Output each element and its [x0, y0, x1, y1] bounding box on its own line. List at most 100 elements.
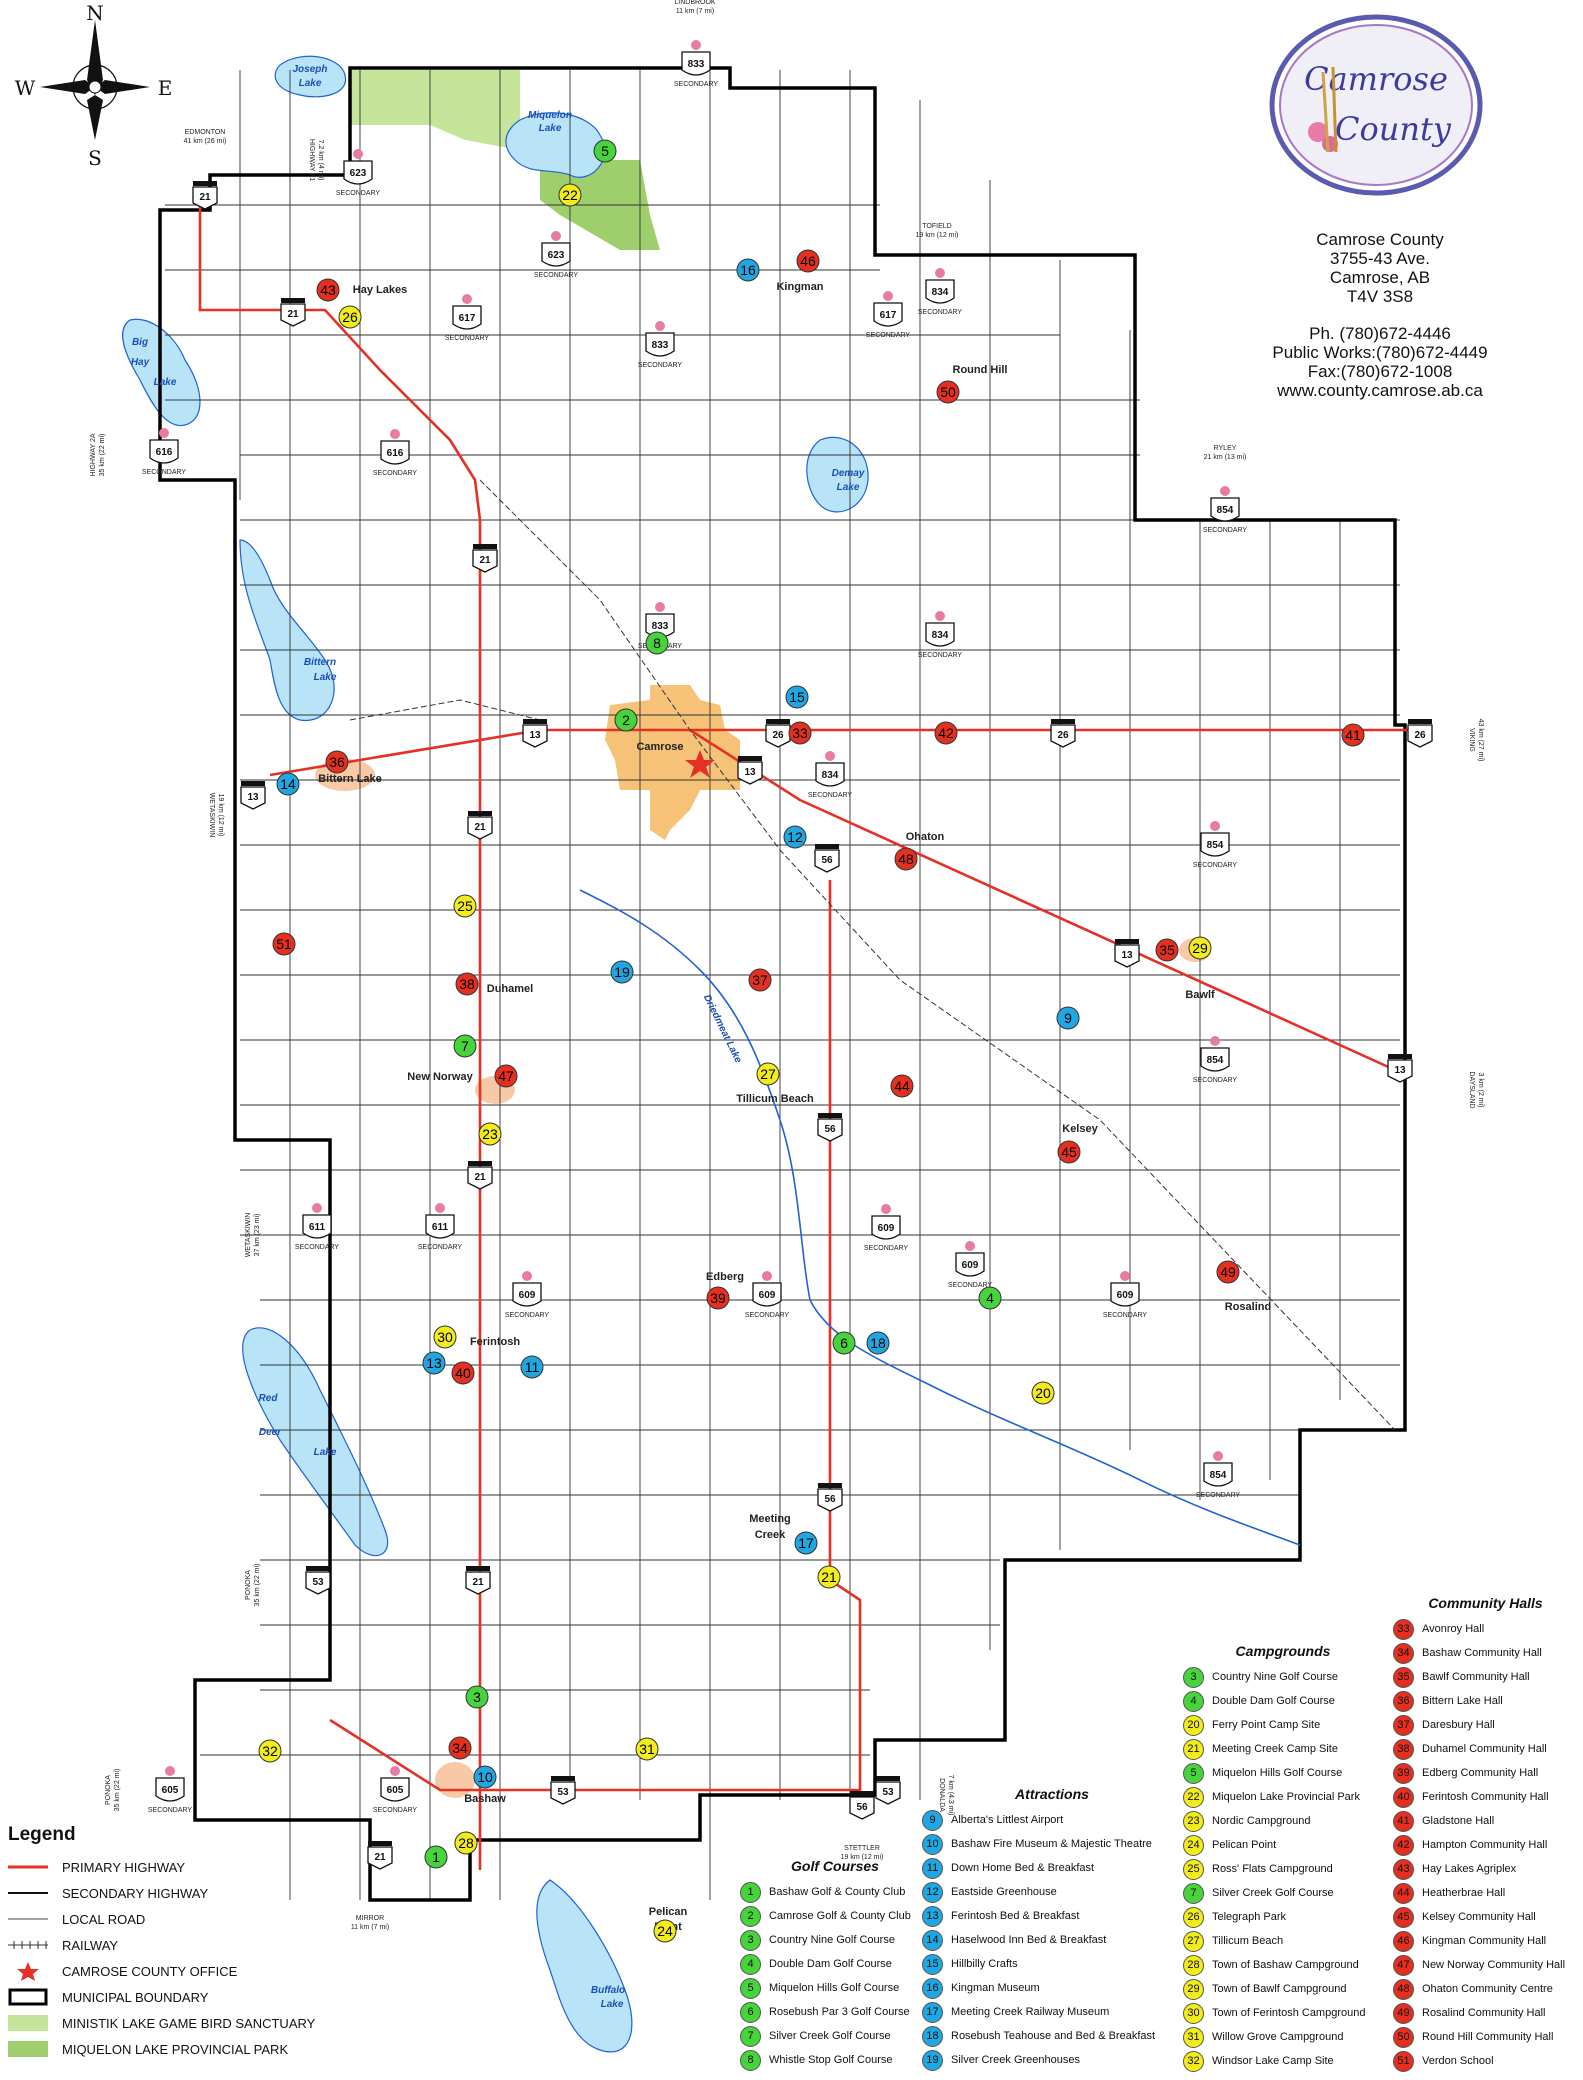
map-marker-attraction[interactable]: 17 [794, 1531, 818, 1555]
map-marker-camp[interactable]: 31 [635, 1737, 659, 1761]
map-marker-camp[interactable]: 23 [478, 1122, 502, 1146]
map-marker-hall[interactable]: 35 [1155, 938, 1179, 962]
map-marker-hall[interactable]: 38 [455, 972, 479, 996]
map-marker-hall[interactable]: 43 [316, 278, 340, 302]
map-marker-attraction[interactable]: 13 [422, 1351, 446, 1375]
map-marker-camp[interactable]: 30 [433, 1325, 457, 1349]
map-marker-hall[interactable]: 44 [890, 1074, 914, 1098]
map-marker-attraction[interactable]: 14 [276, 772, 300, 796]
map-marker-camp[interactable]: 25 [453, 894, 477, 918]
map-marker-hall[interactable]: 36 [325, 750, 349, 774]
map-marker-hall[interactable]: 34 [448, 1736, 472, 1760]
map-marker-attraction[interactable]: 18 [866, 1331, 890, 1355]
map-marker-golf[interactable]: 5 [593, 139, 617, 163]
map-marker-hall[interactable]: 37 [748, 968, 772, 992]
map-marker-hall[interactable]: 45 [1057, 1140, 1081, 1164]
map-marker-golf[interactable]: 1 [424, 1845, 448, 1869]
map-marker-camp[interactable]: 29 [1188, 936, 1212, 960]
map-marker-hall[interactable]: 41 [1341, 723, 1365, 747]
map-marker-hall[interactable]: 51 [272, 932, 296, 956]
map-marker-hall[interactable]: 48 [894, 847, 918, 871]
map-marker-camp[interactable]: 24 [653, 1919, 677, 1943]
map-marker-golf[interactable]: 6 [832, 1331, 856, 1355]
map-marker-hall[interactable]: 40 [451, 1361, 475, 1385]
map-marker-camp[interactable]: 21 [817, 1565, 841, 1589]
map-marker-hall[interactable]: 49 [1216, 1260, 1240, 1284]
map-marker-camp[interactable]: 20 [1031, 1381, 1055, 1405]
map-marker-attraction[interactable]: 16 [736, 258, 760, 282]
map-marker-attraction[interactable]: 19 [610, 960, 634, 984]
county-office-icon[interactable] [685, 750, 715, 778]
website-link[interactable]: www.county.camrose.ab.ca [1277, 381, 1483, 400]
map-marker-camp[interactable]: 22 [558, 183, 582, 207]
map-marker-attraction[interactable]: 10 [473, 1765, 497, 1789]
map-marker-camp[interactable]: 32 [258, 1739, 282, 1763]
map-marker-golf[interactable]: 8 [645, 631, 669, 655]
map-marker-hall[interactable]: 42 [934, 721, 958, 745]
map-marker-camp[interactable]: 27 [756, 1062, 780, 1086]
map-marker-golf[interactable]: 3 [465, 1685, 489, 1709]
map-marker-attraction[interactable]: 9 [1056, 1006, 1080, 1030]
map-marker-hall[interactable]: 47 [494, 1064, 518, 1088]
map-marker-golf[interactable]: 7 [453, 1034, 477, 1058]
map-marker-camp[interactable]: 28 [454, 1831, 478, 1855]
map-marker-attraction[interactable]: 12 [783, 825, 807, 849]
map-marker-camp[interactable]: 26 [338, 305, 362, 329]
map-marker-attraction[interactable]: 11 [520, 1355, 544, 1379]
map-marker-hall[interactable]: 46 [796, 249, 820, 273]
map-marker-hall[interactable]: 33 [788, 721, 812, 745]
map-marker-golf[interactable]: 4 [978, 1286, 1002, 1310]
